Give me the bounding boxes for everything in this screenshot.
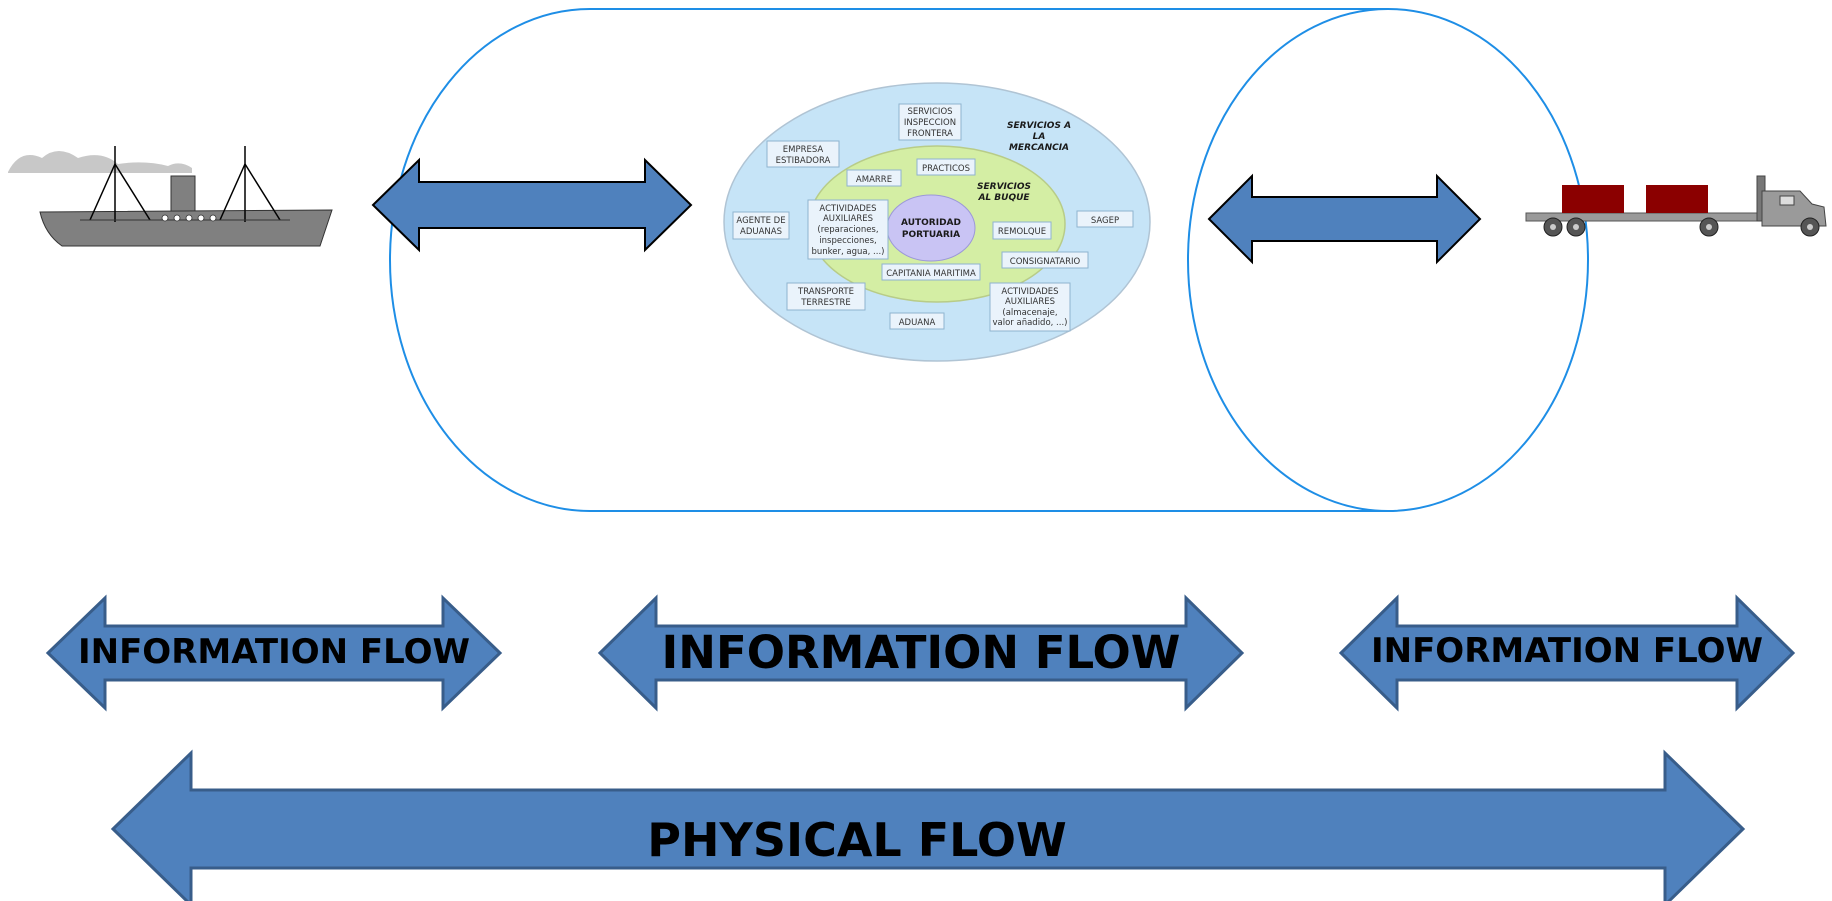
stevedore-box: EMPRESA ESTIBADORA [766, 140, 840, 168]
info-flow-left-label: INFORMATION FLOW [78, 632, 470, 672]
physical-flow-label: PHYSICAL FLOW [647, 813, 1066, 867]
svg-text:TRANSPORTE: TRANSPORTE [797, 287, 854, 297]
svg-text:REMOLQUE: REMOLQUE [998, 227, 1046, 237]
info-flow-left-arrow [45, 594, 503, 712]
consignee-box: CONSIGNATARIO [1001, 251, 1089, 269]
cylinder-outline [389, 8, 1589, 512]
svg-text:PORTUARIA: PORTUARIA [902, 230, 960, 240]
port-authority-ellipse [886, 194, 976, 262]
svg-text:bunker, agua, ...): bunker, agua, ...) [812, 247, 885, 257]
pilots-box: PRACTICOS [916, 158, 976, 176]
svg-text:INSPECCION: INSPECCION [904, 118, 956, 128]
port-authority-label: AUTORIDAD PORTUARIA [901, 218, 961, 240]
svg-text:AGENTE DE: AGENTE DE [736, 216, 785, 226]
svg-text:ESTIBADORA: ESTIBADORA [776, 156, 831, 166]
maritime-captaincy-box: CAPITANIA MARITIMA [881, 263, 981, 281]
svg-text:AUXILIARES: AUXILIARES [1005, 297, 1055, 307]
info-flow-right-label: INFORMATION FLOW [1371, 631, 1763, 671]
truck-icon [1525, 175, 1827, 237]
customs-agent-box: AGENTE DE ADUANAS [732, 211, 790, 240]
customs-box: ADUANA [889, 312, 945, 330]
svg-text:TERRESTRE: TERRESTRE [800, 298, 851, 308]
svg-text:FRONTERA: FRONTERA [907, 129, 953, 139]
ship-auxiliary-activities-box: ACTIVIDADES AUXILIARES (reparaciones, in… [807, 199, 889, 260]
svg-text:MERCANCIA: MERCANCIA [1009, 143, 1069, 153]
svg-text:LA: LA [1033, 132, 1046, 142]
svg-text:ACTIVIDADES: ACTIVIDADES [1001, 287, 1058, 297]
port-community-diagram: AUTORIDAD PORTUARIA SERVICIOS A LA MERCA… [723, 82, 1151, 362]
svg-text:EMPRESA: EMPRESA [783, 145, 824, 155]
info-flow-center-arrow [597, 594, 1245, 712]
mooring-box: AMARRE [846, 169, 902, 187]
sagep-box: SAGEP [1076, 210, 1134, 228]
svg-text:ADUANAS: ADUANAS [740, 227, 782, 237]
ship-services-title: SERVICIOS AL BUQUE [977, 182, 1031, 203]
physical-flow-arrow [110, 749, 1746, 901]
svg-text:AMARRE: AMARRE [856, 175, 892, 185]
svg-text:PRACTICOS: PRACTICOS [922, 164, 970, 174]
svg-text:SERVICIOS A: SERVICIOS A [1007, 121, 1071, 131]
land-transport-box: TRANSPORTE TERRESTRE [786, 282, 866, 311]
ship-port-double-arrow [371, 157, 693, 253]
svg-text:CAPITANIA MARITIMA: CAPITANIA MARITIMA [886, 269, 976, 279]
info-flow-right-arrow [1338, 594, 1796, 712]
svg-text:SAGEP: SAGEP [1091, 216, 1119, 226]
info-flow-center-label: INFORMATION FLOW [662, 626, 1181, 679]
svg-text:ACTIVIDADES: ACTIVIDADES [819, 204, 876, 214]
svg-text:(almacenaje,: (almacenaje, [1002, 308, 1057, 318]
svg-text:CONSIGNATARIO: CONSIGNATARIO [1010, 257, 1081, 267]
svg-text:AUTORIDAD: AUTORIDAD [901, 218, 961, 228]
svg-text:inspecciones,: inspecciones, [819, 236, 876, 246]
svg-text:SERVICIOS: SERVICIOS [977, 182, 1031, 192]
svg-text:ADUANA: ADUANA [899, 318, 936, 328]
svg-text:AL BUQUE: AL BUQUE [977, 193, 1030, 203]
ship-icon [8, 146, 333, 247]
svg-text:SERVICIOS: SERVICIOS [907, 107, 952, 117]
svg-text:valor añadido, ...): valor añadido, ...) [993, 318, 1068, 328]
svg-text:AUXILIARES: AUXILIARES [823, 214, 873, 224]
border-inspection-box: SERVICIOS INSPECCION FRONTERA [898, 103, 962, 141]
cargo-auxiliary-activities-box: ACTIVIDADES AUXILIARES (almacenaje, valo… [989, 282, 1071, 332]
towage-box: REMOLQUE [992, 221, 1052, 240]
cargo-services-title: SERVICIOS A LA MERCANCIA [1007, 121, 1071, 153]
svg-text:(reparaciones,: (reparaciones, [817, 225, 878, 235]
port-truck-double-arrow [1207, 173, 1482, 265]
